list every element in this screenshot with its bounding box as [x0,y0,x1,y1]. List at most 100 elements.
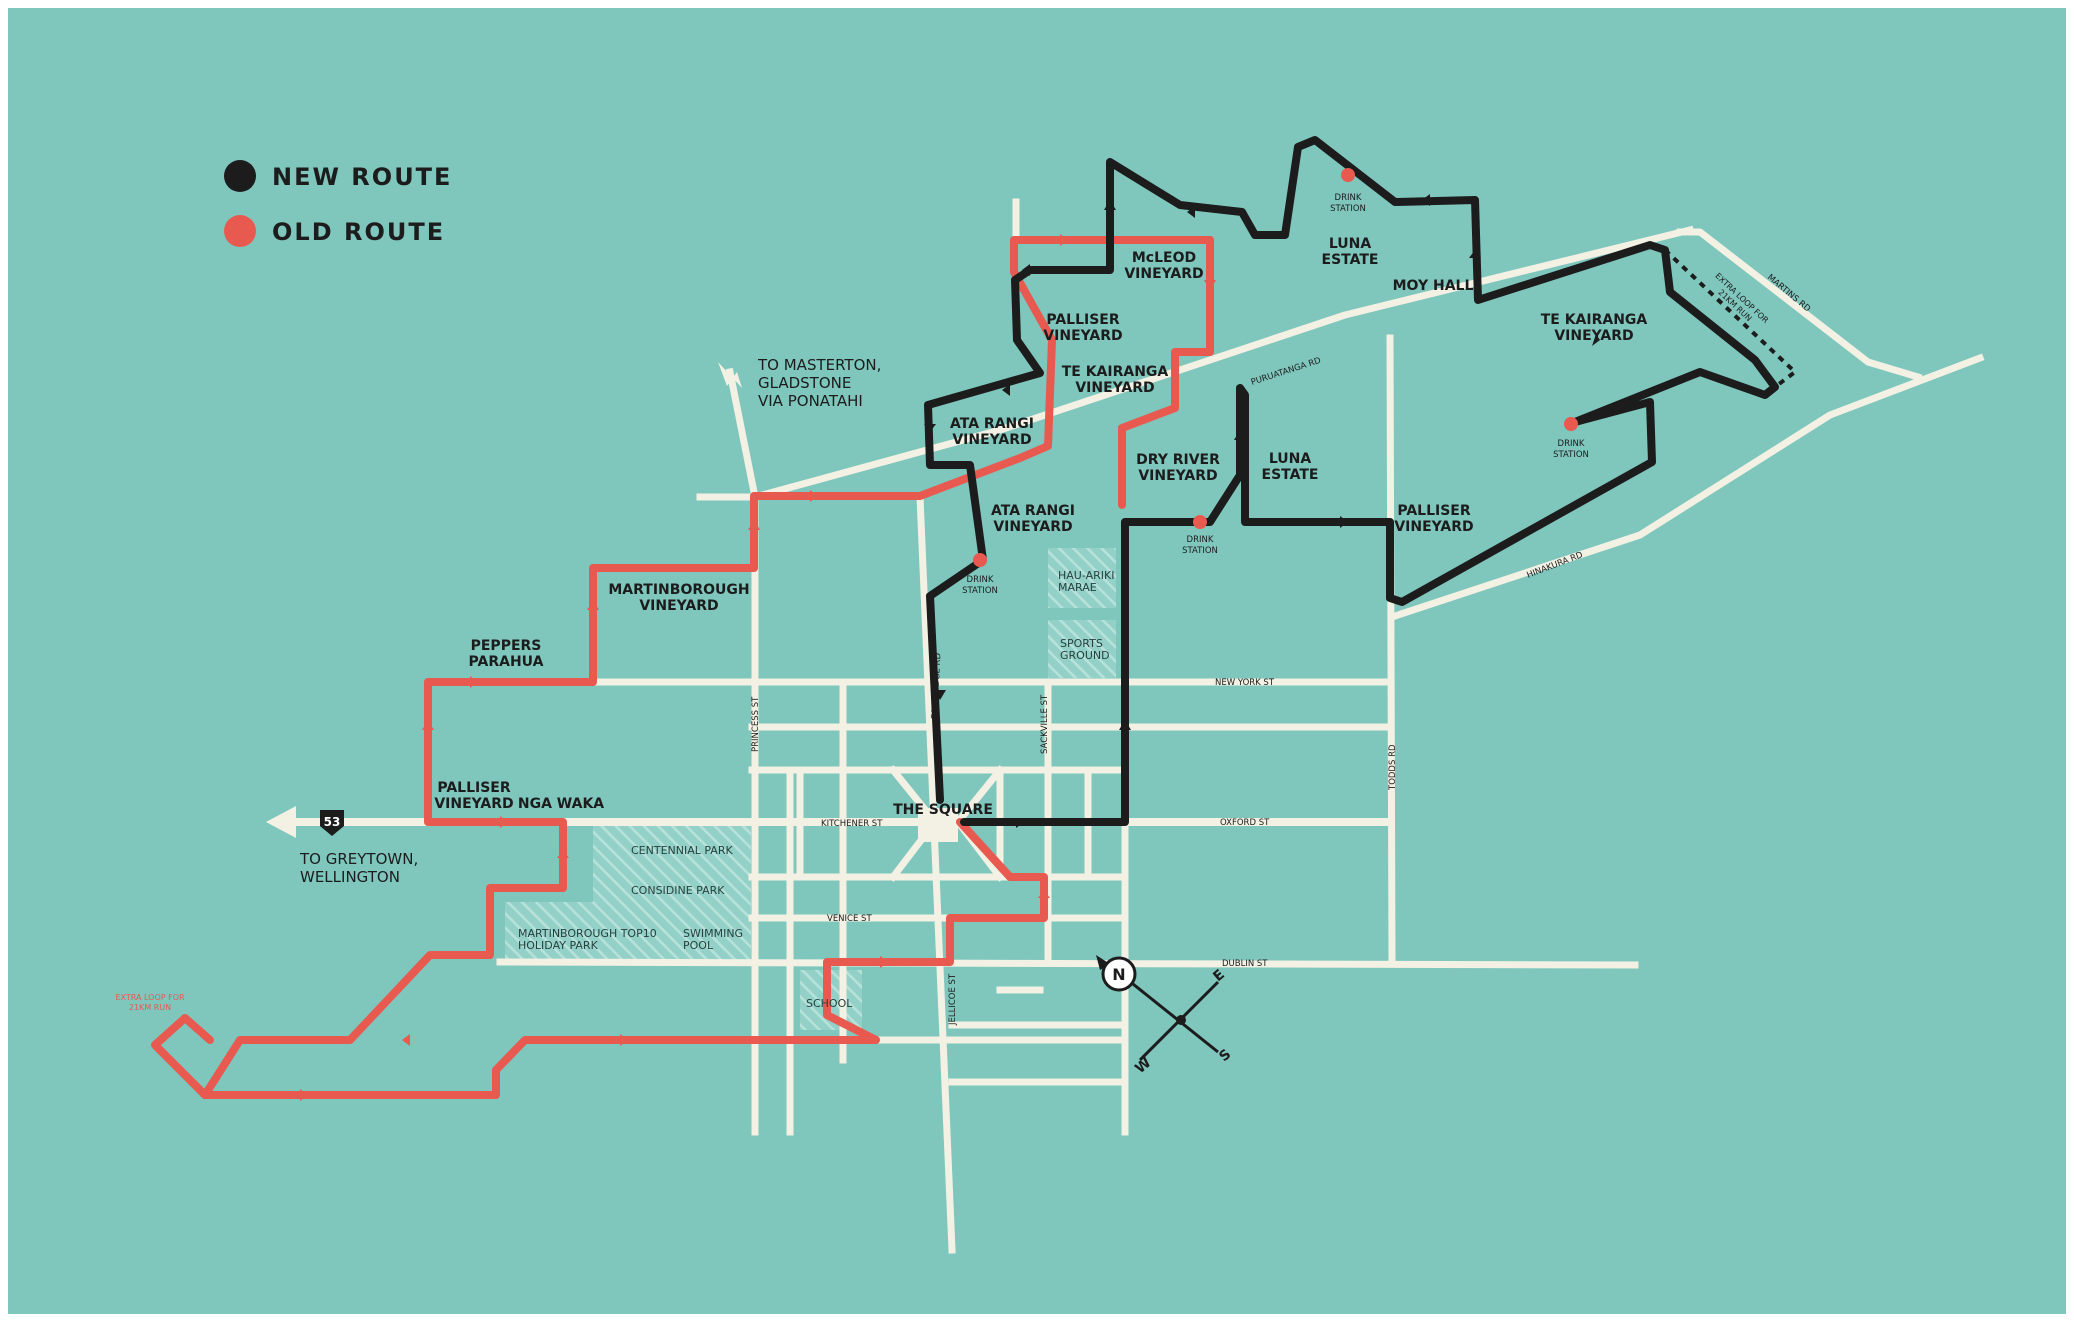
centennial-park-label: CENTENNIAL PARK [631,844,733,857]
old-route [151,236,1214,1099]
masterton-line-3: VIA PONATAHI [758,392,863,410]
highway-number: 53 [324,815,341,829]
drink-station-label: STATION [1330,204,1366,214]
dublin-st-label: DUBLIN ST [1222,959,1268,969]
te-kairanga-east-label-2: VINEYARD [1554,328,1633,344]
legend-new-route-label: NEW ROUTE [272,163,452,191]
greytown-line-2: WELLINGTON [300,868,400,886]
palliser-east-label-1: PALLISER [1397,503,1471,519]
kitchener-st-label: KITCHENER ST [821,819,883,829]
moy-hall-label: MOY HALL [1393,278,1474,294]
legend-new-route-swatch [224,160,256,192]
greytown-line-1: TO GREYTOWN, [299,850,418,868]
pool-label-2: POOL [683,939,714,952]
legend-old-route-swatch [224,215,256,247]
nga-waka-label: NGA WAKA [518,796,604,812]
drink-station-marker [1193,515,1207,529]
masterton-arrow [718,362,742,388]
drink-station-label: STATION [1182,546,1218,556]
drink-station-marker [1564,417,1578,431]
regent-st-label: REGENT ST [1121,703,1131,752]
place-labels: THE SQUARE McLEOD VINEYARD PALLISER VINE… [434,236,1647,818]
sports-ground-label-1: SPORTS [1060,637,1103,650]
considine-park-area [593,868,751,908]
peppers-label-2: PARAHUA [469,654,544,670]
drink-station-markers [973,168,1578,567]
ata-rangi-1-label-2: VINEYARD [952,432,1031,448]
todds-rd-label: TODDS RD [1388,744,1398,791]
sports-ground-area [1048,620,1116,678]
ata-rangi-2-label-2: VINEYARD [993,519,1072,535]
te-kairanga-west-label-2: VINEYARD [1075,380,1154,396]
hau-ariki-area [1048,548,1116,608]
hau-ariki-label-1: HAU-ARIKI [1058,569,1114,582]
extra-loop-west-line-1: EXTRA LOOP FOR [115,993,185,1002]
dry-river-label-1: DRY RIVER [1136,452,1220,468]
palliser-north-label-1: PALLISER [1046,312,1120,328]
compass-north-badge [1101,956,1137,992]
mcleod-label-1: McLEOD [1132,250,1196,266]
luna-south-label-2: ESTATE [1262,467,1319,483]
cambridge-rd-label: CAMBRIDGE RD [930,652,944,720]
drink-station-label: STATION [962,586,998,596]
school-label: SCHOOL [806,997,853,1010]
sackville-st-label: SACKVILLE ST [1040,694,1050,754]
palliser-west-label-2: VINEYARD [434,796,513,812]
drink-station-marker [973,553,987,567]
te-kairanga-east-label-1: TE KAIRANGA [1541,312,1648,328]
map-background [8,8,2066,1314]
venice-st-label: VENICE ST [827,914,872,924]
ata-rangi-2-label-1: ATA RANGI [991,503,1075,519]
drink-station-label: DRINK [1558,439,1585,449]
destination-greytown: TO GREYTOWN, WELLINGTON [299,850,418,886]
highway-53-shield: 53 [320,810,344,836]
old-route-arrows [300,234,1216,1101]
princess-st-label: PRINCESS ST [751,696,761,752]
centennial-park-area [593,826,751,868]
new-route [924,136,1779,826]
compass-north-label: N [1112,965,1125,984]
new-route-arrows [924,194,1600,828]
luna-north-label-1: LUNA [1329,236,1372,252]
destination-masterton: TO MASTERTON, GLADSTONE VIA PONATAHI [757,356,881,410]
martinborough-label-1: MARTINBOROUGH [608,582,749,598]
palliser-west-label-1: PALLISER [437,780,511,796]
legend-old-route-label: OLD ROUTE [272,218,445,246]
luna-south-label-1: LUNA [1269,451,1312,467]
new-york-st-label: NEW YORK ST [1215,678,1275,688]
luna-north-label-2: ESTATE [1322,252,1379,268]
palliser-north-label-2: VINEYARD [1043,328,1122,344]
drink-station-labels: DRINK STATION DRINK STATION DRINK STATIO… [962,193,1589,596]
park-areas [505,548,1116,1030]
the-square-plaza [918,808,958,842]
ata-rangi-1-label-1: ATA RANGI [950,416,1034,432]
hau-ariki-label-2: MARAE [1058,581,1097,594]
greytown-arrow [266,806,296,838]
masterton-line-2: GLADSTONE [758,374,851,392]
te-kairanga-west-label-1: TE KAIRANGA [1062,364,1169,380]
jellicoe-st-label: JELLICOE ST [948,973,958,1026]
palliser-east-label-2: VINEYARD [1394,519,1473,535]
sports-ground-label-2: GROUND [1060,649,1110,662]
masterton-line-1: TO MASTERTON, [757,356,881,374]
peppers-label-1: PEPPERS [471,638,542,654]
extra-loop-west-label: EXTRA LOOP FOR 21KM RUN [115,993,185,1012]
park-labels: HAU-ARIKI MARAE SPORTS GROUND CENTENNIAL… [518,569,1114,1010]
holiday-park-label-2: HOLIDAY PARK [518,939,599,952]
drink-station-marker [1341,168,1355,182]
pool-label-1: SWIMMING [683,927,743,940]
drink-station-label: DRINK [1187,535,1214,545]
martinborough-label-2: VINEYARD [639,598,718,614]
legend: NEW ROUTE OLD ROUTE [224,160,452,247]
drink-station-label: DRINK [967,575,994,585]
holiday-park-label-1: MARTINBOROUGH TOP10 [518,927,657,940]
oxford-st-label: OXFORD ST [1220,818,1270,828]
considine-park-label: CONSIDINE PARK [631,884,725,897]
extra-loop-west-line-2: 21KM RUN [129,1003,171,1012]
holiday-park-area [505,902,751,960]
mcleod-label-2: VINEYARD [1124,266,1203,282]
drink-station-label: DRINK [1335,193,1362,203]
extra-loop-dotted [1663,248,1799,389]
drink-station-label: STATION [1553,450,1589,460]
